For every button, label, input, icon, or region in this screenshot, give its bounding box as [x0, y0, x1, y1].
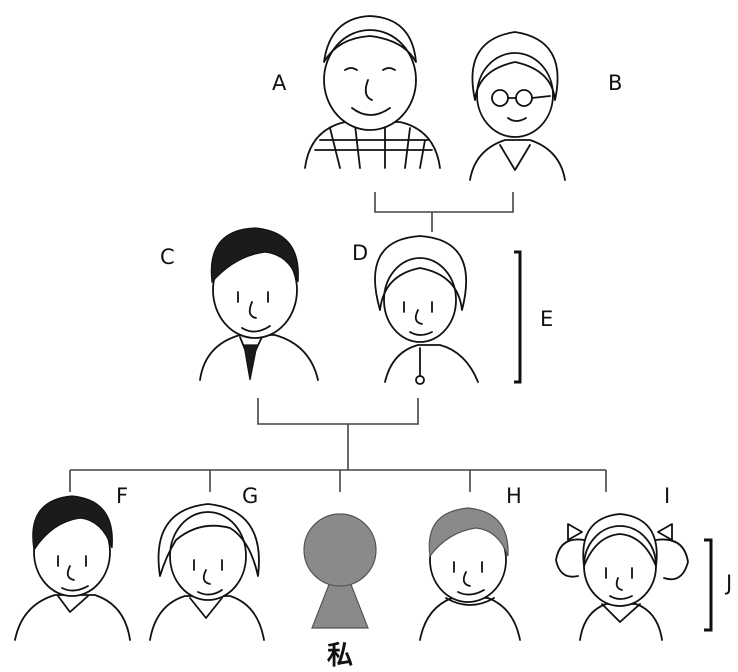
- sibling-woman-icon: [149, 503, 265, 641]
- label-f: F: [116, 484, 128, 508]
- label-b: B: [608, 71, 622, 95]
- father-icon: [199, 227, 319, 381]
- grandparents-connector: [374, 192, 514, 232]
- grandmother-icon: [469, 31, 566, 181]
- grandfather-icon: [304, 15, 441, 169]
- sibling-man-icon: [14, 495, 131, 641]
- mother-icon: [374, 235, 479, 385]
- label-a: A: [272, 71, 287, 95]
- self-label: 私: [327, 641, 353, 671]
- label-i: I: [664, 484, 670, 508]
- sibling-boy-icon: [419, 507, 521, 641]
- bracket-e: [514, 250, 522, 384]
- label-d: D: [352, 241, 368, 265]
- parents-connector: [257, 398, 419, 470]
- sibling-girl-icon: [555, 513, 689, 641]
- tree-connectors: [69, 192, 607, 492]
- silhouette-icon: [303, 513, 377, 629]
- children-connector: [69, 469, 607, 492]
- label-g: G: [242, 484, 258, 508]
- label-j: J: [724, 571, 732, 595]
- label-h: H: [506, 484, 522, 508]
- label-c: C: [160, 245, 175, 269]
- label-e: E: [540, 307, 553, 331]
- bracket-j: [704, 538, 713, 632]
